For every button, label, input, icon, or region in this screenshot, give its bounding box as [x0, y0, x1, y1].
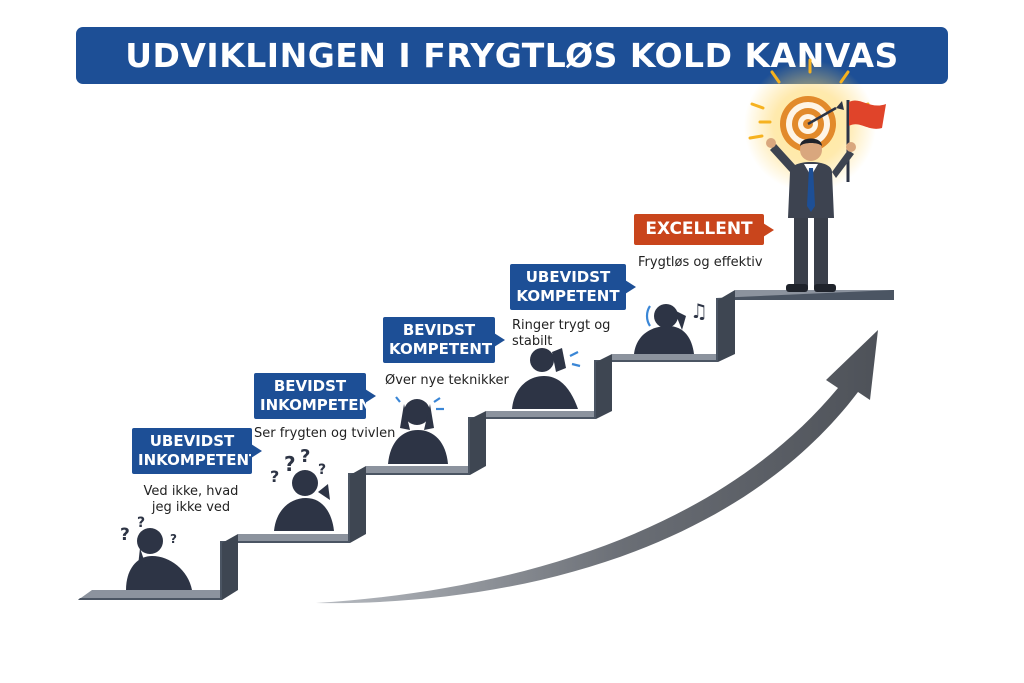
svg-text:?: ?: [300, 446, 310, 467]
stage-label-4-line1: UBEVIDST: [525, 268, 611, 286]
stage-caption-3: Øver nye teknikker: [385, 373, 515, 389]
figure-practicing: [512, 348, 578, 409]
stress-lines-icon: [395, 396, 444, 411]
title-banner: UDVIKLINGEN I FRYGTLØS KOLD KANVAS: [76, 27, 948, 84]
stage-label-1-line2: INKOMPETENT: [138, 451, 260, 469]
figure-excellent: [766, 138, 856, 292]
figure-unconscious-competent: [634, 304, 694, 354]
stage-caption-1: Ved ikke, hvad jeg ikke ved: [130, 484, 252, 516]
stage-label-5: EXCELLENT: [634, 214, 774, 245]
music-note-icon: ♫: [690, 299, 708, 323]
stage-caption-3-line1: Øver nye teknikker: [385, 373, 509, 388]
stage-label-3-line1: BEVIDST: [402, 321, 476, 339]
flag-icon: [846, 100, 886, 182]
stage-caption-5: Frygtløs og effektiv: [638, 255, 778, 271]
svg-text:?: ?: [284, 452, 296, 476]
figure-unconscious-incompetent: [126, 528, 192, 590]
stage-label-1-line1: UBEVIDST: [149, 432, 235, 450]
figure-conscious-incompetent: [274, 470, 334, 531]
svg-text:?: ?: [270, 467, 279, 486]
question-mark-icon: ? ? ? ?: [270, 446, 326, 486]
stage-label-1: UBEVIDST INKOMPETENT: [132, 428, 262, 474]
stage-label-3-line2: KOMPETENT: [389, 340, 493, 358]
stage-caption-4-line1: Ringer trygt og stabilt: [512, 318, 611, 349]
stage-caption-4: Ringer trygt og stabilt: [512, 318, 648, 350]
target-icon: [780, 96, 844, 152]
svg-text:?: ?: [170, 532, 177, 546]
stage-caption-1-line1: Ved ikke, hvad: [143, 484, 239, 499]
stage-label-3: BEVIDST KOMPETENT: [383, 317, 505, 363]
stage-caption-1-line2: jeg ikke ved: [151, 500, 231, 515]
page-title: UDVIKLINGEN I FRYGTLØS KOLD KANVAS: [125, 36, 899, 75]
stage-label-2-line2: INKOMPETENT: [260, 396, 382, 414]
question-mark-icon: ? ? ?: [120, 515, 177, 546]
mastery-arrow: [316, 330, 878, 604]
svg-text:?: ?: [318, 462, 326, 478]
stage-label-4-line2: KOMPETENT: [516, 287, 620, 305]
figure-conscious-competent: [388, 399, 448, 464]
stage-label-2: BEVIDST INKOMPETENT: [254, 373, 382, 419]
svg-text:?: ?: [120, 525, 130, 545]
stage-label-2-line1: BEVIDST: [273, 377, 347, 395]
sound-waves-icon: [645, 305, 651, 327]
stage-caption-2: Ser frygten og tvivlen: [254, 426, 396, 442]
stage-caption-5-line1: Frygtløs og effektiv: [638, 255, 763, 270]
svg-text:?: ?: [137, 515, 145, 531]
staircase: [78, 290, 894, 600]
stage-label-5-line1: EXCELLENT: [645, 219, 753, 239]
stage-label-4: UBEVIDST KOMPETENT: [510, 264, 636, 310]
stage-caption-2-line1: Ser frygten og tvivlen: [254, 426, 396, 441]
sound-waves-icon: [569, 351, 581, 368]
